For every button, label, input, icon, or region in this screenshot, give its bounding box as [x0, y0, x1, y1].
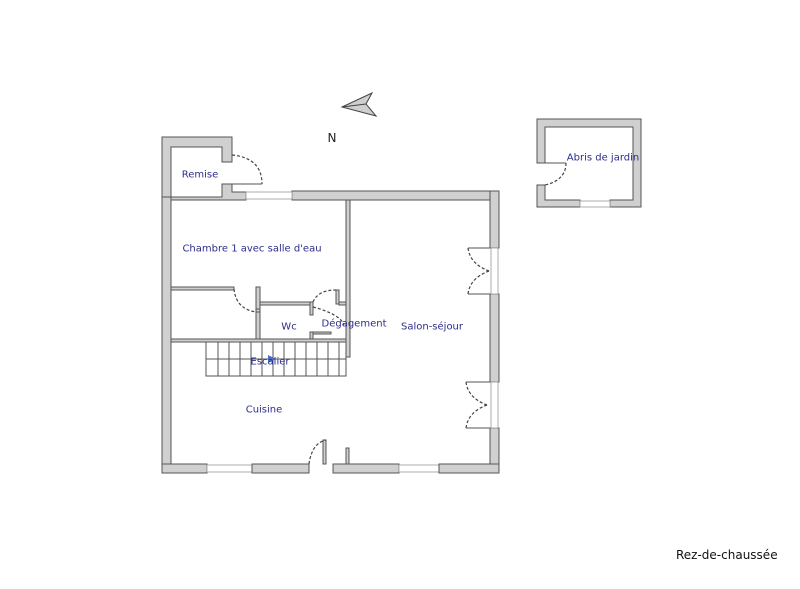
- staircase: [205, 341, 347, 377]
- garden-shed: [536, 118, 642, 208]
- wall-right-1: [489, 190, 500, 249]
- floor-title: Rez-de-chaussée: [676, 548, 778, 562]
- wall-remise: [161, 136, 247, 201]
- wall-bottom-1: [161, 463, 208, 474]
- wall-deg-jamb: [335, 289, 340, 305]
- wall-wc-left: [255, 308, 261, 313]
- door-chambre[interactable]: [233, 288, 257, 313]
- room-label-wc: Wc: [281, 321, 297, 333]
- wall-wc-top: [259, 301, 311, 306]
- room-label-chambre: Chambre 1 avec salle d'eau: [182, 243, 322, 255]
- wall-entry-jamb-2: [345, 447, 350, 465]
- window-right-1: [490, 247, 499, 295]
- wall-deg-left: [309, 301, 314, 316]
- window-bottom-2: [398, 464, 440, 473]
- room-label-degagement: Dégagement: [321, 318, 387, 330]
- window-bottom-1: [206, 464, 253, 473]
- wall-deg-bottom: [312, 331, 332, 335]
- room-label-abris: Abris de jardin: [566, 152, 640, 164]
- door-french-2[interactable]: [465, 381, 490, 429]
- wall-bottom-2: [251, 463, 310, 474]
- wall-bottom-3: [332, 463, 400, 474]
- north-label: N: [327, 131, 337, 145]
- wall-entry-jamb-1: [322, 439, 327, 465]
- wall-chambre-door-jamb: [255, 286, 261, 340]
- wall-left: [161, 196, 172, 474]
- north-arrow-icon: [340, 91, 378, 117]
- door-shed[interactable]: [544, 162, 567, 186]
- door-entry[interactable]: [308, 439, 327, 465]
- wall-top: [291, 190, 500, 201]
- door-degagement[interactable]: [312, 289, 345, 326]
- room-label-escalier: Escalier: [250, 356, 290, 368]
- room-label-remise: Remise: [181, 169, 219, 181]
- stair-arrow-icon: [268, 355, 276, 363]
- wall-salon-divider: [345, 199, 351, 358]
- door-remise[interactable]: [231, 154, 263, 185]
- window-top: [245, 191, 293, 200]
- window-shed: [579, 200, 611, 208]
- window-right-2: [490, 381, 499, 429]
- wall-chambre-bottom: [170, 286, 235, 291]
- wall-bottom-4: [438, 463, 500, 474]
- room-label-salon: Salon-séjour: [400, 321, 464, 333]
- wall-right-2: [489, 293, 500, 383]
- door-french-1[interactable]: [467, 247, 490, 295]
- wall-deg-top: [338, 301, 347, 306]
- room-label-cuisine: Cuisine: [245, 404, 283, 416]
